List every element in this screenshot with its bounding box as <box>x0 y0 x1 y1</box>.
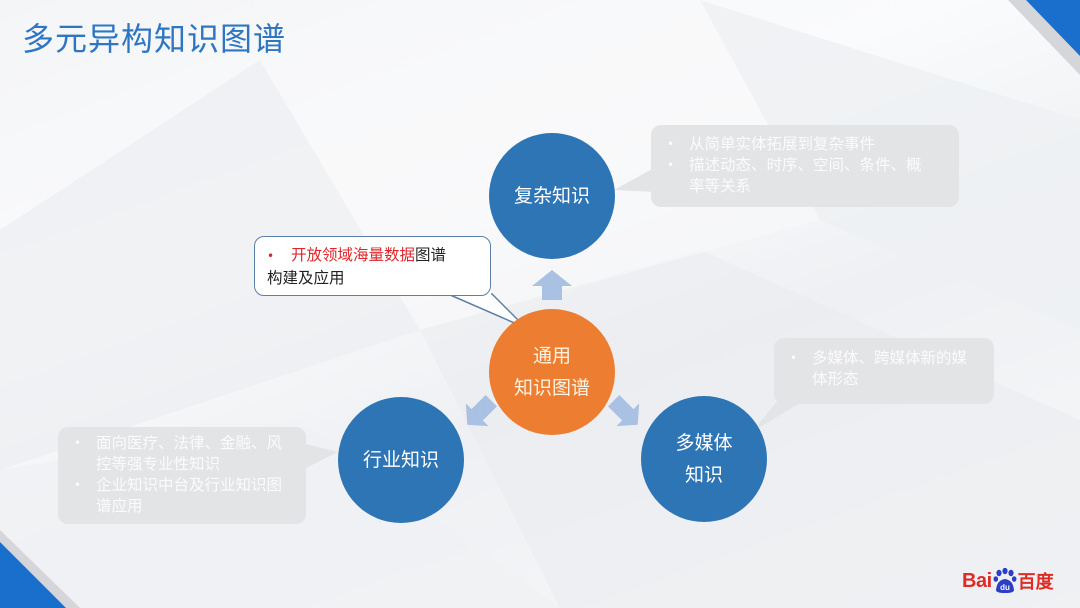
slide-title: 多元异构知识图谱 <box>22 20 287 58</box>
arrow-down-right-icon <box>608 395 640 427</box>
callout-complex-knowledge: 从简单实体拓展到复杂事件 描述动态、时序、空间、条件、概率等关系 <box>651 125 959 207</box>
callout-complex-item: 描述动态、时序、空间、条件、概率等关系 <box>665 155 945 197</box>
callout-general-highlight: 开放领域海量数据 <box>291 246 416 264</box>
node-general-knowledge-graph[interactable]: 通用 知识图谱 <box>489 309 615 435</box>
logo-latin: Bai <box>962 569 992 592</box>
callout-general-text: 图谱 <box>415 246 447 264</box>
arrow-up-icon <box>532 270 572 300</box>
node-multimedia-knowledge[interactable]: 多媒体 知识 <box>641 396 767 522</box>
callout-multimedia: 多媒体、跨媒体新的媒体形态 <box>774 338 994 404</box>
node-industry-knowledge[interactable]: 行业知识 <box>338 397 464 523</box>
callout-industry: 面向医疗、法律、金融、风控等强专业性知识 企业知识中台及行业知识图谱应用 <box>58 427 306 524</box>
svg-text:du: du <box>1000 583 1010 592</box>
callout-industry-item: 面向医疗、法律、金融、风控等强专业性知识 <box>72 433 292 475</box>
callout-general-line2: 构建及应用 <box>267 269 345 287</box>
callout-complex-item: 从简单实体拓展到复杂事件 <box>665 134 945 155</box>
callout-industry-item: 企业知识中台及行业知识图谱应用 <box>72 475 292 517</box>
baidu-logo: Bai du 百度 <box>962 567 1054 594</box>
node-complex-knowledge-label: 复杂知识 <box>513 185 590 207</box>
node-complex-knowledge[interactable]: 复杂知识 <box>489 133 615 259</box>
node-general-knowledge-graph-label: 通用 知识图谱 <box>513 345 590 399</box>
callout-multimedia-item: 多媒体、跨媒体新的媒体形态 <box>788 348 980 390</box>
paw-icon: du <box>993 567 1017 594</box>
callout-general: • 开放领域海量数据图谱 构建及应用 <box>254 236 491 296</box>
logo-chinese: 百度 <box>1017 572 1054 593</box>
bullet-icon: • <box>267 249 275 263</box>
arrow-down-left-icon <box>465 395 497 427</box>
node-industry-knowledge-label: 行业知识 <box>362 449 439 471</box>
node-multimedia-knowledge-label: 多媒体 知识 <box>675 432 733 486</box>
